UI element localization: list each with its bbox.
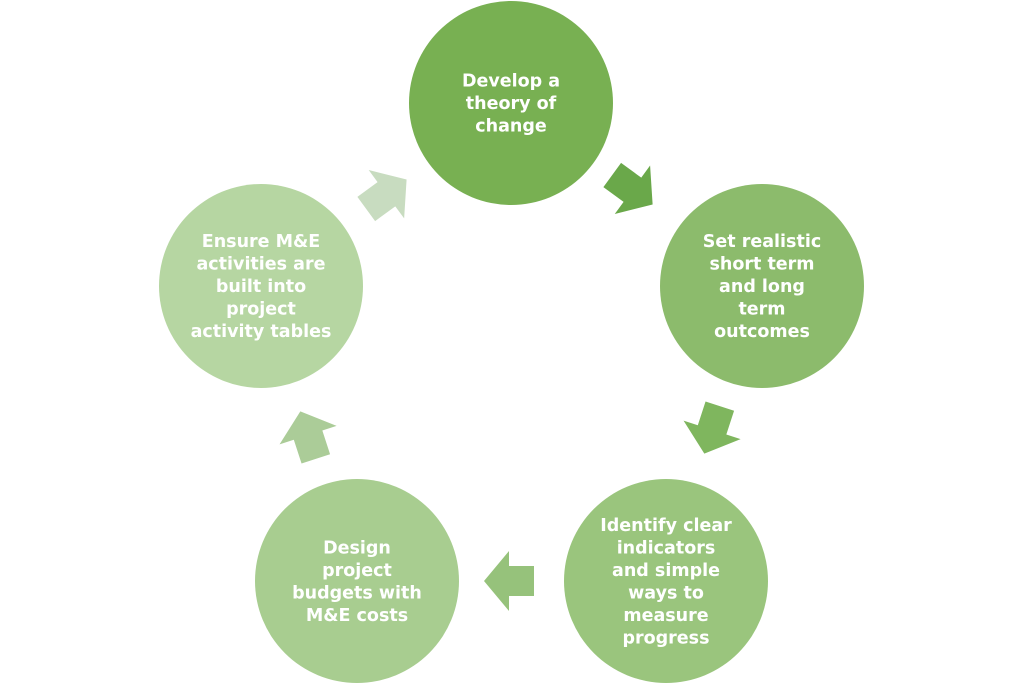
step-label-line: outcomes: [714, 322, 810, 342]
step-label-line: ways to: [628, 583, 704, 603]
step-label-line: term: [738, 300, 785, 320]
step-label-line: project: [322, 561, 392, 581]
arrow-icon-3: [484, 551, 534, 611]
step-label-line: Design: [323, 538, 391, 558]
step-label-line: Identify clear: [600, 516, 732, 536]
step-label-line: Develop a: [462, 72, 560, 92]
step-label-line: Set realistic: [703, 232, 821, 252]
step-circle: [660, 184, 864, 388]
step-label-line: theory of: [466, 94, 557, 114]
step-label-line: project: [226, 300, 296, 320]
step-circle: [255, 479, 459, 683]
arrow-icon-1: [603, 162, 653, 215]
step-label-line: short term: [709, 255, 814, 275]
arrow-icon-4: [279, 411, 337, 464]
step-label-line: indicators: [617, 538, 716, 558]
step-circle: [564, 479, 768, 683]
arrow-icon-5: [357, 170, 407, 222]
step-label-line: activities are: [196, 255, 325, 275]
step-label-line: Ensure M&E: [202, 232, 321, 252]
step-label-line: and long: [719, 277, 805, 297]
step-label-line: and simple: [612, 561, 720, 581]
step-circle: [409, 1, 613, 205]
step-label-line: budgets with: [292, 583, 422, 603]
arrows-layer: [279, 162, 741, 611]
arrow-icon-2: [683, 401, 741, 454]
step-label-line: M&E costs: [306, 606, 408, 626]
step-label-line: built into: [216, 277, 306, 297]
step-label-line: activity tables: [191, 322, 332, 342]
step-label-line: change: [475, 117, 547, 137]
step-label-line: measure: [623, 606, 708, 626]
step-circle: [159, 184, 363, 388]
step-label-line: progress: [622, 628, 709, 648]
